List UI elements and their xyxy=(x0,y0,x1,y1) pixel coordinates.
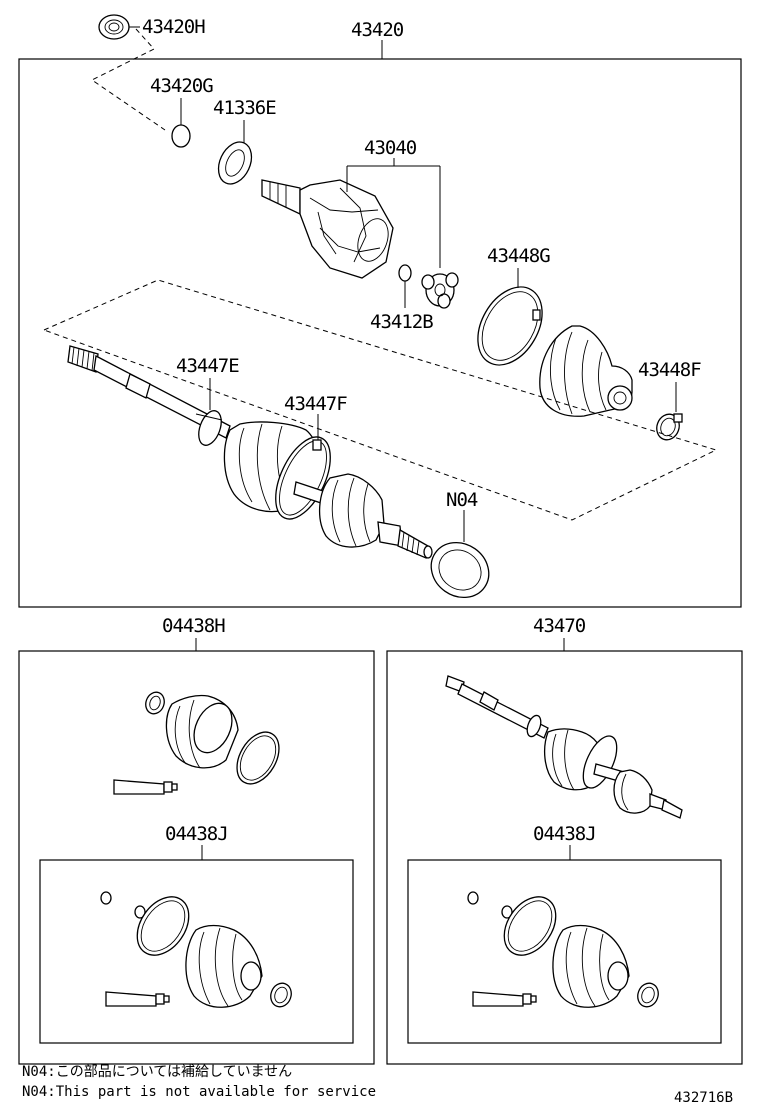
catalog-number: 432716B xyxy=(674,1090,734,1106)
label-04438j-right: 04438J xyxy=(533,823,597,845)
label-43420: 43420 xyxy=(351,19,404,41)
dashed-leader-43420h xyxy=(91,28,166,131)
part-n04-seal xyxy=(430,541,490,599)
inner-kit-box-left xyxy=(39,859,354,1044)
label-43470: 43470 xyxy=(533,615,586,637)
inner-kit-box-right xyxy=(407,859,722,1044)
label-43420h: 43420H xyxy=(142,16,206,38)
part-43040-joint xyxy=(261,179,394,279)
label-n04: N04 xyxy=(446,489,478,511)
main-assembly-box xyxy=(18,58,742,608)
label-43447f: 43447F xyxy=(284,393,348,415)
shaft-kit-box-right xyxy=(386,650,743,1065)
part-43412b-snap-ring xyxy=(398,264,412,282)
label-43447e: 43447E xyxy=(176,355,240,377)
label-43420g: 43420G xyxy=(150,75,214,97)
part-43448g-band xyxy=(477,286,543,366)
kit-04438j-right-parts xyxy=(467,891,659,1008)
label-43448g: 43448G xyxy=(487,245,551,267)
footnote-english: N04:This part is not available for servi… xyxy=(22,1084,377,1100)
part-43420g-cap xyxy=(171,124,191,148)
label-43448f: 43448F xyxy=(638,359,702,381)
part-drive-shaft xyxy=(67,345,433,559)
dashed-subgroup xyxy=(43,279,718,521)
kit-43470-drive-shaft xyxy=(445,675,683,819)
part-tripod-joint xyxy=(421,272,459,309)
kit-04438h-parts xyxy=(113,691,280,795)
label-43040: 43040 xyxy=(364,137,417,159)
label-41336e: 41336E xyxy=(213,97,277,119)
part-inboard-boot xyxy=(539,325,633,417)
footnote-japanese: N04:この部品については補給していません xyxy=(22,1064,293,1080)
label-04438h: 04438H xyxy=(162,615,226,637)
part-41336e-ring xyxy=(217,141,253,185)
label-43412b: 43412B xyxy=(370,311,434,333)
part-43420h-seal xyxy=(98,14,130,40)
label-04438j-left: 04438J xyxy=(165,823,229,845)
kit-04438j-left-parts xyxy=(100,891,292,1008)
